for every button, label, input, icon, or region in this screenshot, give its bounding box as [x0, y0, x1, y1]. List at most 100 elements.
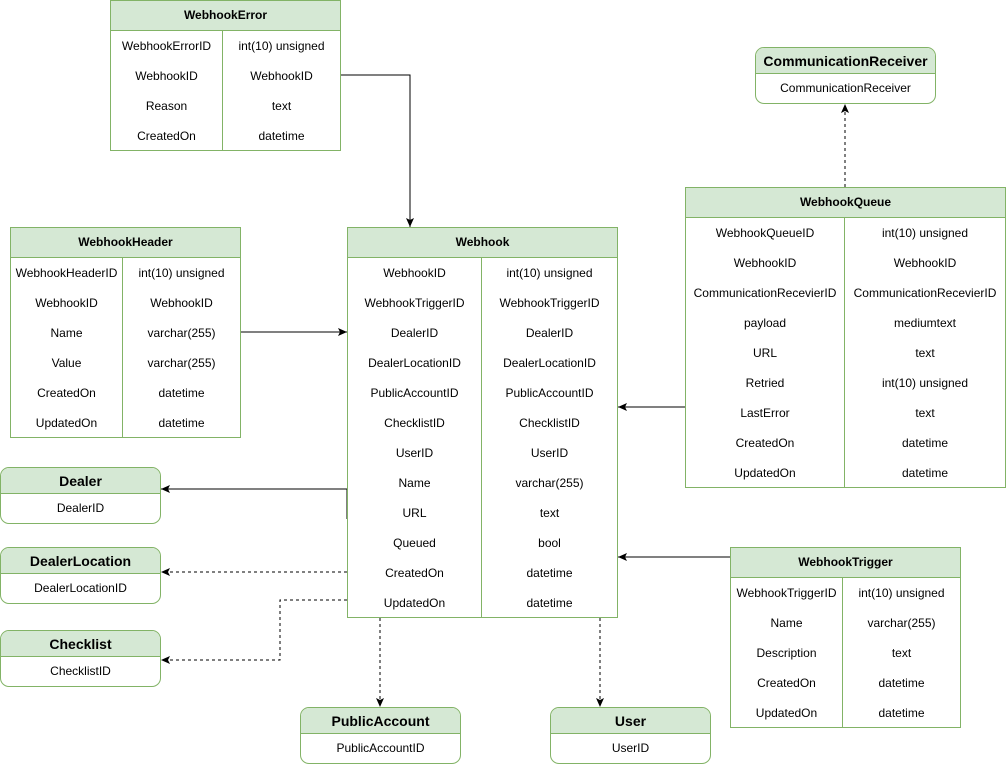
- field-type: mediumtext: [893, 316, 957, 330]
- field-type: varchar(255): [147, 356, 216, 370]
- entity-title: PublicAccount: [301, 708, 460, 734]
- field-name: UpdatedOn: [35, 416, 98, 430]
- field-name: Reason: [145, 99, 188, 113]
- field-name: CreatedOn: [137, 129, 196, 143]
- field-type: int(10) unsigned: [858, 586, 945, 600]
- field-type: WebhookID: [893, 256, 957, 270]
- field-name: URL: [752, 346, 777, 360]
- field-type: int(10) unsigned: [138, 266, 225, 280]
- field-name: WebhookTriggerID: [736, 586, 837, 600]
- field-type: text: [891, 646, 912, 660]
- field-name: DealerID: [390, 326, 439, 340]
- field-type: varchar(255): [515, 476, 584, 490]
- field-type: int(10) unsigned: [238, 39, 325, 53]
- field-name: WebhookID: [383, 266, 446, 280]
- field-name: PublicAccountID: [370, 386, 459, 400]
- field-name: payload: [743, 316, 787, 330]
- field-type: text: [539, 506, 560, 520]
- field-type: ChecklistID: [519, 416, 580, 430]
- field-name: WebhookErrorID: [121, 39, 212, 53]
- field-type: WebhookID: [250, 69, 313, 83]
- field-name: CreatedOn: [37, 386, 96, 400]
- field-type: datetime: [878, 676, 925, 690]
- field-type: datetime: [901, 466, 949, 480]
- field-type: DealerLocationID: [503, 356, 596, 370]
- field-name: CreatedOn: [385, 566, 444, 580]
- entity-title: Checklist: [1, 631, 160, 657]
- field-name: CommunicationRecevierID: [693, 286, 837, 300]
- field-name: Description: [756, 646, 817, 660]
- field-type: varchar(255): [867, 616, 936, 630]
- entity-title: DealerLocation: [1, 548, 160, 574]
- field-type: WebhookID: [150, 296, 213, 310]
- field-type: bool: [538, 536, 561, 550]
- field-type: datetime: [901, 436, 949, 450]
- entity-field: DealerLocationID: [34, 581, 127, 595]
- field-type: int(10) unsigned: [881, 226, 969, 240]
- field-name: WebhookHeaderID: [15, 266, 118, 280]
- field-type: varchar(255): [147, 326, 216, 340]
- field-type: datetime: [526, 566, 573, 580]
- entity-field: PublicAccountID: [336, 741, 425, 755]
- field-name: WebhookID: [35, 296, 98, 310]
- field-name: Name: [398, 476, 431, 490]
- table-title: WebhookQueue: [686, 188, 1005, 218]
- table-title: WebhookHeader: [11, 228, 240, 258]
- column-divider: [481, 258, 482, 617]
- field-type: datetime: [526, 596, 573, 610]
- field-name: UpdatedOn: [383, 596, 446, 610]
- field-type: text: [915, 346, 935, 360]
- column-divider: [122, 258, 123, 437]
- field-type: UserID: [530, 446, 569, 460]
- table-title: Webhook: [348, 228, 617, 258]
- edge-webhook-to-dealer: [161, 485, 348, 519]
- field-type: PublicAccountID: [505, 386, 594, 400]
- column-divider: [844, 218, 845, 487]
- field-name: CreatedOn: [757, 676, 816, 690]
- field-type: WebhookTriggerID: [499, 296, 600, 310]
- field-name: Name: [50, 326, 83, 340]
- field-type: int(10) unsigned: [506, 266, 593, 280]
- field-name: Retried: [745, 376, 785, 390]
- field-name: ChecklistID: [384, 416, 445, 430]
- field-name: Value: [51, 356, 82, 370]
- entity-field: DealerID: [56, 501, 105, 515]
- field-name: UpdatedOn: [755, 706, 818, 720]
- field-type: datetime: [878, 706, 925, 720]
- field-name: Name: [770, 616, 803, 630]
- field-name: WebhookQueueID: [715, 226, 815, 240]
- field-type: datetime: [158, 416, 205, 430]
- field-name: WebhookTriggerID: [364, 296, 465, 310]
- entity-field: ChecklistID: [50, 664, 111, 678]
- entity-title: CommunicationReceiver: [756, 48, 935, 74]
- entity-title: Dealer: [1, 468, 160, 494]
- field-name: WebhookID: [135, 69, 198, 83]
- field-type: DealerID: [525, 326, 574, 340]
- column-divider: [222, 31, 223, 150]
- table-title: WebhookError: [111, 1, 340, 31]
- entity-field: CommunicationReceiver: [780, 81, 911, 95]
- field-name: Queued: [393, 536, 436, 550]
- field-type: text: [271, 99, 292, 113]
- field-name: CreatedOn: [735, 436, 795, 450]
- edge-webhookerror-to-webhook: [341, 74, 414, 227]
- field-type: datetime: [258, 129, 305, 143]
- entity-title: User: [551, 708, 710, 734]
- field-name: UserID: [395, 446, 434, 460]
- field-type: datetime: [158, 386, 205, 400]
- column-divider: [842, 578, 843, 727]
- field-name: DealerLocationID: [368, 356, 461, 370]
- field-name: LastError: [740, 406, 790, 420]
